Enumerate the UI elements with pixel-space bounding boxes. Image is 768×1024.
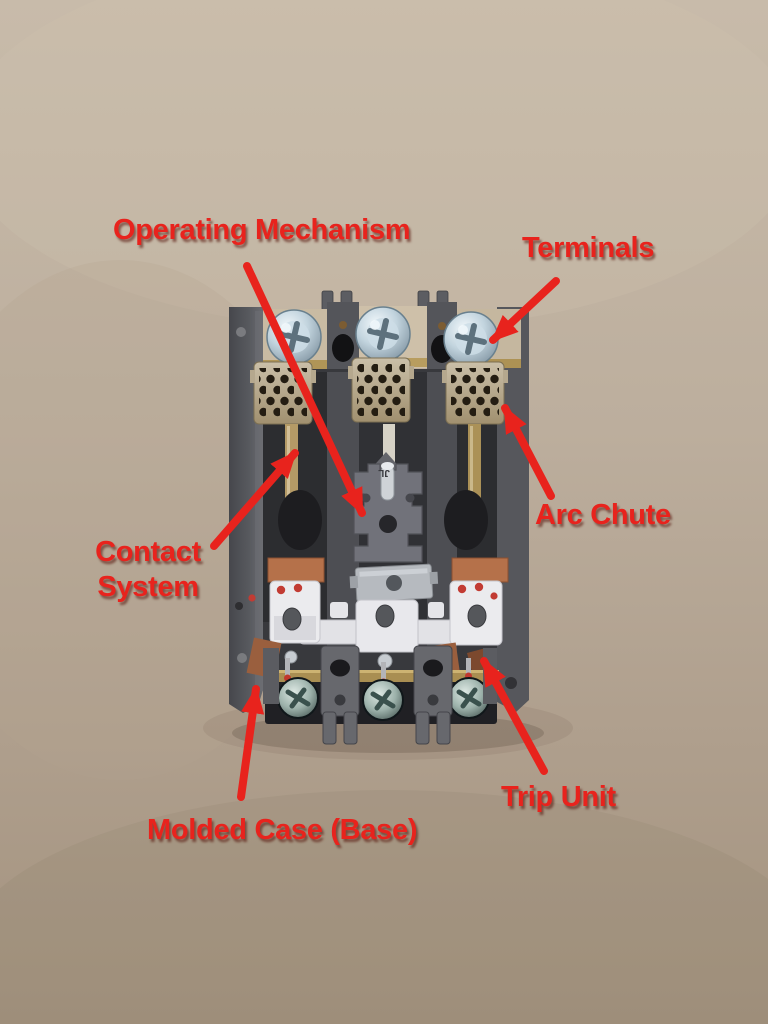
- calibration-dots: [248, 582, 498, 602]
- load-terminal-screw: [448, 677, 490, 719]
- load-terminal-screw: [362, 679, 404, 721]
- label-operating-mechanism: Operating Mechanism: [113, 214, 411, 246]
- molded-part-marking: JL: [378, 467, 390, 478]
- arc-chute-middle: [348, 357, 414, 423]
- case-hole: [235, 602, 243, 610]
- label-terminals: Terminals: [522, 232, 655, 264]
- arrow-terminals: [489, 277, 560, 344]
- case-hole: [236, 327, 246, 337]
- bottom-fork-tabs: [263, 645, 497, 745]
- operating-mechanism: JL: [353, 452, 423, 563]
- circuit-breaker: JL: [229, 290, 529, 745]
- terminal-screw-middle: [355, 306, 411, 362]
- case-hole: [505, 677, 517, 689]
- arc-chute-right: [442, 361, 508, 425]
- arrow-operating-mechanism: [243, 262, 366, 517]
- load-terminal-block: [265, 677, 497, 724]
- trip-unit-assembly: [246, 580, 503, 679]
- pole-dividers: [327, 302, 457, 374]
- load-terminal-screw: [277, 677, 319, 719]
- contact-system-right: [444, 424, 509, 583]
- label-contact-system: Contact System: [95, 536, 201, 604]
- label-molded-case: Molded Case (Base): [147, 814, 418, 846]
- terminal-screw-left: [266, 309, 322, 365]
- label-trip-unit: Trip Unit: [501, 781, 616, 813]
- arrow-arc-chute: [501, 404, 555, 500]
- case-hole: [237, 653, 247, 663]
- label-arc-chute: Arc Chute: [535, 499, 671, 531]
- arrow-contact-system: [210, 449, 299, 550]
- arrow-trip-unit: [480, 657, 548, 775]
- arrow-molded-case: [237, 685, 265, 801]
- terminal-screw-right: [443, 311, 499, 367]
- molded-case-left-highlight: [255, 311, 263, 691]
- latch-bracket: [349, 563, 439, 603]
